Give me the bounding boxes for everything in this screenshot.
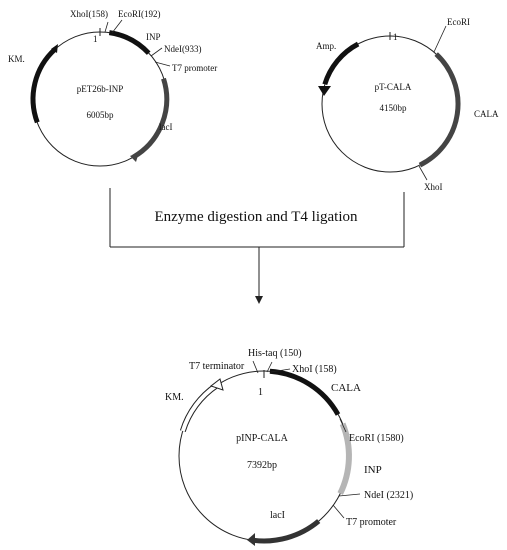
plasmid-a-site-ndei: NdeI(933): [164, 44, 202, 54]
plasmid-c-feature-t7-terminator: T7 terminator: [189, 361, 245, 372]
plasmid-c-feature-inp: INP: [364, 464, 382, 476]
plasmid-c-feature-t7-promoter: T7 promoter: [346, 517, 397, 528]
plasmid-c-km-feature: [179, 382, 219, 433]
plasmid-b-amp-arrowhead: [318, 86, 331, 96]
plasmid-pt-cala: 1 EcoRI Amp. CALA XhoI pT-CALA 4150bp: [316, 17, 499, 192]
plasmid-b-amp-feature: [322, 41, 360, 86]
plasmid-a-size: 6005bp: [87, 110, 115, 120]
plasmid-a-km-arrowhead: [51, 44, 58, 53]
plasmid-c-km-arrowhead: [209, 378, 224, 391]
plasmid-c-cala-feature: [269, 368, 341, 416]
plasmid-c-site-ndei: NdeI (2321): [364, 490, 413, 501]
plasmid-a-feature-inp: INP: [146, 32, 161, 42]
process-connector: Enzyme digestion and T4 ligation: [109, 188, 405, 304]
plasmid-a-feature-km: KM.: [8, 54, 25, 64]
plasmid-a-site-xhoi: XhoI(158): [70, 9, 108, 19]
plasmid-b-feature-amp: Amp.: [316, 41, 336, 51]
plasmid-b-site-xhoi: XhoI: [424, 182, 443, 192]
plasmid-c-feature-km: KM.: [165, 392, 184, 403]
plasmid-a-origin-label: 1: [93, 34, 98, 44]
plasmid-b-name: pT-CALA: [375, 82, 412, 92]
plasmid-c-name: pINP-CALA: [236, 433, 288, 444]
plasmid-a-site-ecori: EcoRI(192): [118, 9, 161, 19]
plasmid-c-feature-laci: lacI: [270, 510, 285, 521]
plasmid-c-origin-label: 1: [258, 387, 263, 398]
plasmid-c-size: 7392bp: [247, 460, 277, 471]
plasmid-b-feature-cala: CALA: [474, 109, 499, 119]
plasmid-b-site-ecori: EcoRI: [447, 17, 470, 27]
plasmid-b-size: 4150bp: [380, 103, 408, 113]
plasmid-a-feature-laci: lacI: [159, 122, 173, 132]
plasmid-c-inp-feature: [337, 422, 352, 495]
plasmid-a-feature-t7-promoter: T7 promoter: [172, 63, 217, 73]
plasmid-a-inp-feature: [108, 30, 151, 55]
plasmid-c-laci-feature: [250, 519, 321, 544]
plasmid-a-name: pET26b-INP: [77, 84, 124, 94]
plasmid-c-laci-arrowhead: [247, 533, 255, 546]
plasmid-pet26b-inp: 1 XhoI(158) EcoRI(192) INP NdeI(933) T7 …: [8, 9, 217, 167]
plasmid-b-cala-feature: [418, 52, 461, 168]
plasmid-a-laci-arrowhead: [130, 152, 139, 162]
plasmid-a-km-feature: [30, 47, 57, 124]
plasmid-a-laci-feature: [132, 77, 170, 160]
plasmid-pinp-cala: 1 His-taq (150) T7 terminator XhoI (158)…: [165, 348, 413, 546]
plasmid-b-origin-label: 1: [393, 32, 398, 42]
plasmid-c-feature-cala: CALA: [331, 382, 361, 394]
plasmid-c-site-xhoi: XhoI (158): [292, 364, 337, 375]
process-label: Enzyme digestion and T4 ligation: [154, 209, 358, 225]
plasmid-c-site-ecori: EcoRI (1580): [349, 433, 404, 444]
plasmid-c-site-his-taq: His-taq (150): [248, 348, 302, 359]
